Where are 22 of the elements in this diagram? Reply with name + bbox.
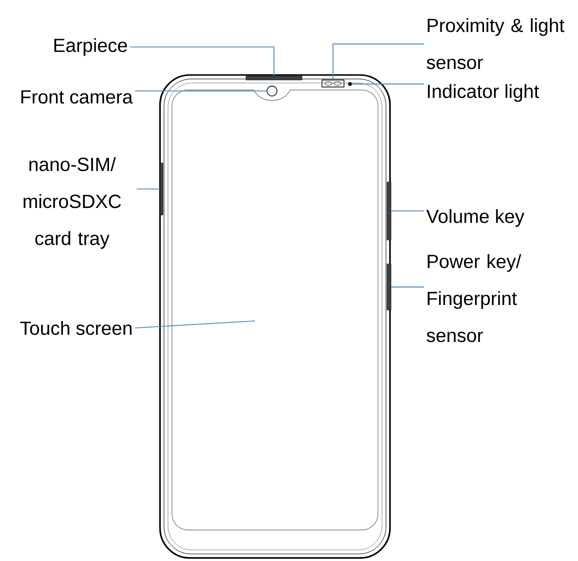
front-camera (266, 86, 278, 96)
earpiece-slot (246, 76, 302, 80)
card-tray-slot (160, 162, 164, 216)
proximity-sensor (322, 80, 344, 88)
label: nano-SIM/ microSDXC card tray (24, 157, 121, 249)
leader-line (136, 188, 160, 190)
label: Touch screen (20, 321, 132, 335)
label: Volume key (426, 209, 524, 227)
label: Indicator light (428, 84, 540, 102)
label: Front camera (21, 90, 133, 104)
leader-line (134, 90, 268, 92)
indicator-light (348, 82, 352, 86)
leader-line (390, 286, 424, 288)
power-key (386, 264, 392, 310)
label: Earpiece (54, 38, 127, 56)
leader-line (390, 210, 424, 212)
leader-line (134, 320, 256, 328)
volume-key (386, 182, 392, 240)
label: Proximity & light sensor (426, 18, 564, 70)
leader-line (130, 46, 274, 76)
leader-line (332, 44, 424, 80)
label: Power key/ Fingerprint sensor (426, 254, 522, 342)
